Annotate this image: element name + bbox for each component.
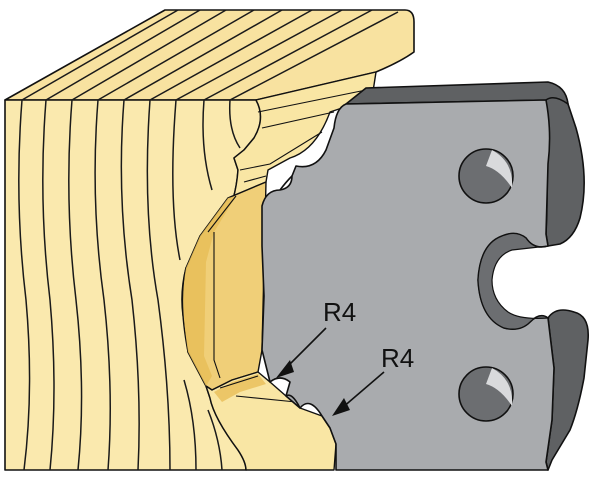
mount-hole-upper — [458, 148, 514, 204]
mount-hole-lower-shine — [486, 368, 513, 406]
leader-line-lower — [341, 371, 385, 409]
blade-side-upper — [544, 95, 585, 247]
cutter-blade — [261, 81, 590, 471]
wood-top-face — [4, 9, 415, 101]
wood-cove-dark — [183, 196, 236, 386]
arrowhead-upper — [276, 360, 294, 378]
blade-notch-lower — [285, 394, 301, 409]
radius-annotation-upper: R4 — [276, 297, 356, 378]
blade-notch-upper — [279, 175, 293, 191]
blade-slot — [477, 232, 550, 330]
mount-hole-lower — [458, 366, 514, 422]
wood-grain — [18, 9, 399, 471]
radius-label-upper: R4 — [323, 297, 356, 327]
wood-block — [4, 9, 415, 471]
leader-line-upper — [285, 327, 327, 369]
arrowhead-lower — [332, 398, 350, 416]
radius-label-lower: R4 — [381, 343, 414, 373]
radius-annotation-lower: R4 — [332, 343, 414, 416]
blade-top-edge — [345, 81, 569, 105]
blade-side-lower — [545, 309, 590, 471]
wood-profile-lines — [207, 89, 367, 403]
wood-lower-dark — [214, 374, 266, 402]
mount-hole-upper-shine — [486, 150, 513, 188]
